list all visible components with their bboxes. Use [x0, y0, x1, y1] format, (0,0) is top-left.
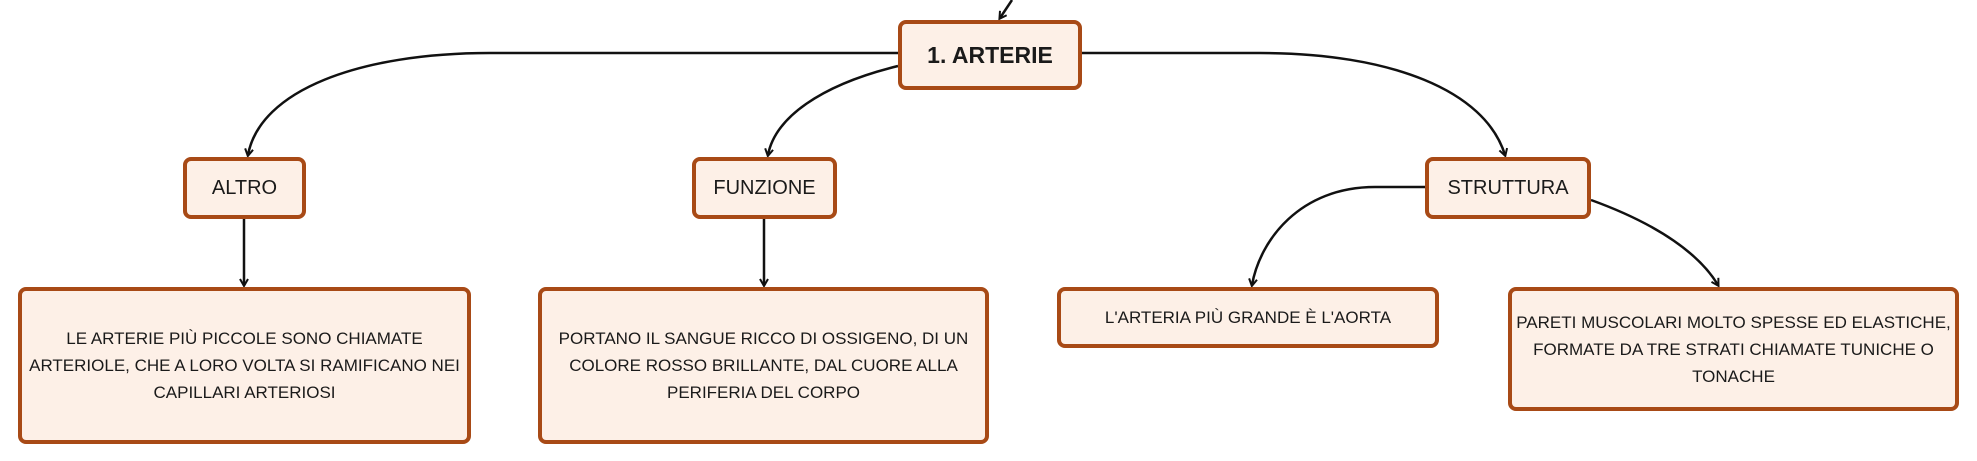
branch-node-altro[interactable]: ALTRO — [183, 157, 306, 219]
connector-root-to-altro — [248, 51, 898, 155]
leaf-node-text: L'ARTERIA PIÙ GRANDE È L'AORTA — [1104, 308, 1392, 327]
leaf-node-funzione-description[interactable]: PORTANO IL SANGUE RICCO DI OSSIGENO, DI … — [538, 287, 989, 444]
branch-node-label: STRUTTURA — [1447, 176, 1569, 199]
branch-node-label: ALTRO — [211, 176, 278, 199]
leaf-node-pareti[interactable]: PARETI MUSCOLARI MOLTO SPESSE ED ELASTIC… — [1508, 287, 1959, 411]
connector-root-to-struttura — [1082, 51, 1505, 155]
branch-node-label: FUNZIONE — [713, 176, 816, 199]
connector-root-to-funzione — [768, 64, 899, 155]
leaf-node-arteriole[interactable]: LE ARTERIE PIÙ PICCOLE SONO CHIAMATE ART… — [18, 287, 471, 444]
leaf-node-text: LE ARTERIE PIÙ PICCOLE SONO CHIAMATE ART… — [29, 329, 460, 402]
root-node-label: 1. ARTERIE — [927, 41, 1053, 68]
branch-node-struttura[interactable]: STRUTTURA — [1425, 157, 1591, 219]
incoming-connector — [1000, 0, 1014, 18]
root-node-arterie[interactable]: 1. ARTERIE — [898, 20, 1082, 90]
connector-struttura-to-pareti — [1590, 198, 1718, 285]
leaf-node-text: PARETI MUSCOLARI MOLTO SPESSE ED ELASTIC… — [1516, 312, 1951, 386]
branch-node-funzione[interactable]: FUNZIONE — [692, 157, 837, 219]
leaf-node-aorta[interactable]: L'ARTERIA PIÙ GRANDE È L'AORTA — [1057, 287, 1439, 348]
leaf-node-text: PORTANO IL SANGUE RICCO DI OSSIGENO, DI … — [558, 329, 969, 402]
connector-struttura-to-aorta — [1252, 185, 1425, 285]
